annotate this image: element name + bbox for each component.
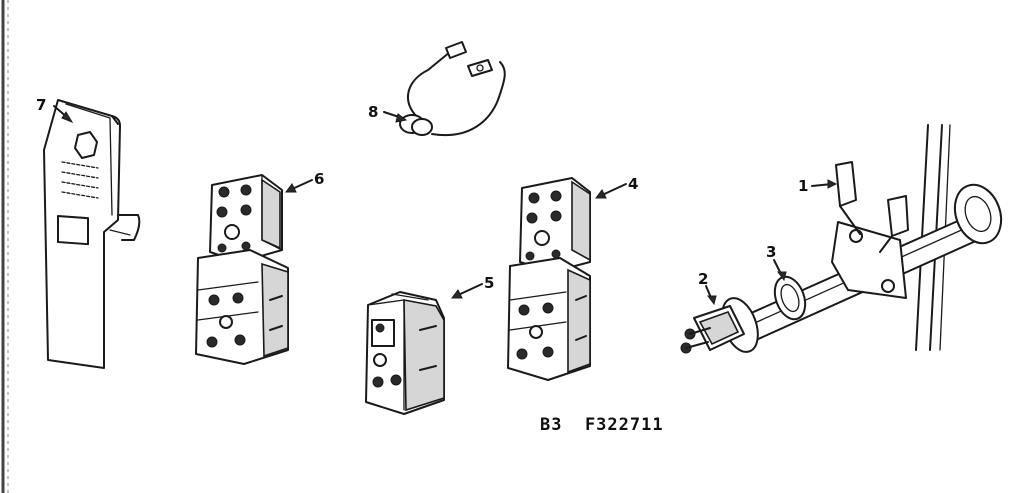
part-8-wire-lead [399, 41, 506, 137]
page-edge [1, 0, 9, 493]
figure-code: B3 F322711 [540, 415, 664, 435]
part-4-thermostat [507, 177, 591, 381]
callout-leaders [53, 105, 838, 306]
callout-4: 4 [628, 175, 638, 193]
part-7-cover-plate [43, 99, 141, 369]
callout-6: 6 [314, 170, 324, 188]
part-5-thermostat [365, 291, 445, 415]
callout-8: 8 [368, 103, 378, 121]
callout-7: 7 [36, 96, 46, 114]
part-6-thermostat [195, 174, 289, 365]
callout-5: 5 [484, 274, 494, 292]
callout-3: 3 [766, 243, 776, 261]
part-2-element-head [680, 297, 759, 354]
callout-1: 1 [798, 177, 808, 195]
callout-2: 2 [698, 270, 708, 288]
part-1-element-tube [739, 161, 1003, 341]
plate-label-text [61, 161, 99, 199]
